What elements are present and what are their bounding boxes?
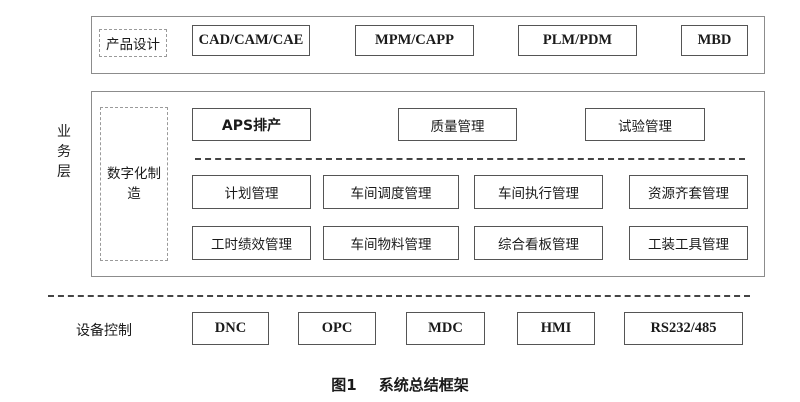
product-design-item-plm: PLM/PDM [518, 25, 637, 56]
device-item-rs232: RS232/485 [624, 312, 743, 345]
workshop-scheduling-box: 车间调度管理 [323, 175, 459, 209]
inner-divider-line [195, 158, 745, 160]
device-item-mdc: MDC [406, 312, 485, 345]
figure-number: 图1 [331, 375, 357, 394]
device-item-opc: OPC [298, 312, 376, 345]
device-control-label: 设备控制 [76, 323, 132, 339]
product-design-label: 产品设计 [99, 29, 167, 57]
product-design-item-mpm: MPM/CAPP [355, 25, 474, 56]
resource-kitting-box: 资源齐套管理 [629, 175, 748, 209]
workshop-material-box: 车间物料管理 [323, 226, 459, 260]
product-design-item-mbd: MBD [681, 25, 748, 56]
quality-management-box: 质量管理 [398, 108, 517, 141]
business-layer-char-2: 务 [57, 144, 71, 160]
tooling-management-box: 工装工具管理 [629, 226, 748, 260]
product-design-item-cad: CAD/CAM/CAE [192, 25, 310, 56]
digital-manufacturing-label-text: 数字化制造 [107, 166, 161, 202]
aps-scheduling-box: APS排产 [192, 108, 311, 141]
business-layer-char-3: 层 [57, 164, 71, 180]
workshop-execution-box: 车间执行管理 [474, 175, 603, 209]
figure-caption: 图1 系统总结框架 [0, 372, 800, 396]
business-layer-label: 业 务 层 [52, 122, 76, 182]
figure-title: 系统总结框架 [378, 375, 469, 394]
device-item-dnc: DNC [192, 312, 269, 345]
digital-manufacturing-label: 数字化制造 [100, 107, 168, 261]
business-layer-char-1: 业 [57, 124, 71, 140]
plan-management-box: 计划管理 [192, 175, 311, 209]
test-management-box: 试验管理 [585, 108, 705, 141]
work-hour-performance-box: 工时绩效管理 [192, 226, 311, 260]
dashboard-management-box: 综合看板管理 [474, 226, 603, 260]
layer-divider-line [48, 295, 750, 297]
device-item-hmi: HMI [517, 312, 595, 345]
